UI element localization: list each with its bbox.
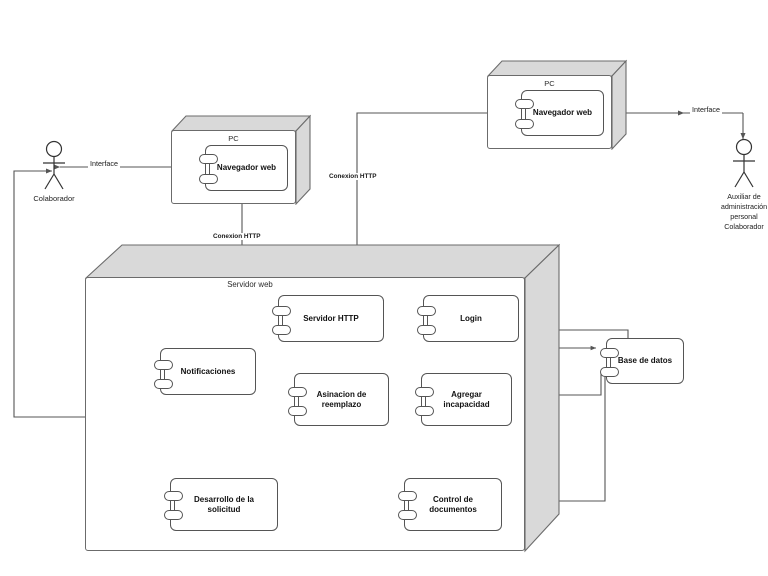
component-port-provided-top: [154, 360, 173, 370]
component-notificaciones-label: Notificaciones: [180, 366, 236, 376]
actor-stick-figure-icon: [733, 138, 755, 188]
component-port-bar: [610, 348, 611, 372]
component-port-provided-bottom: [272, 325, 291, 335]
component-port-provided-top: [600, 348, 619, 358]
component-port-bar: [174, 491, 175, 515]
node-pc-right-label: PC: [544, 79, 555, 88]
component-desarrollo-de-la-solicitud-label-line-1: Desarrollo de la: [193, 494, 255, 504]
component-base-de-datos[interactable]: Base de datos: [606, 338, 684, 384]
component-port-provided-top: [417, 306, 436, 316]
component-port-provided-top: [199, 154, 218, 164]
component-servidor-http-label: Servidor HTTP: [303, 313, 359, 323]
actor-auxiliar-label-line-4: Colaborador: [724, 222, 764, 231]
component-port-provided-bottom: [154, 379, 173, 389]
component-port-bar: [524, 99, 526, 124]
component-port-provided-top: [515, 99, 534, 109]
component-port-bar: [164, 360, 165, 384]
actor-colaborador-label: Colaborador: [33, 194, 75, 203]
component-port-bar: [208, 154, 210, 179]
component-navegador-web-left-label: Navegador web: [216, 163, 277, 172]
component-control-de-documentos-label-line-1: Control de: [433, 494, 473, 504]
component-port-provided-bottom: [600, 367, 619, 377]
component-notificaciones[interactable]: Notificaciones: [160, 348, 256, 395]
component-port-provided-top: [272, 306, 291, 316]
node-pc-left[interactable]: PC Navegador web: [171, 113, 311, 205]
edge-label-conexion-http-right: Conexion HTTP: [327, 173, 379, 180]
component-port-bar: [427, 306, 428, 330]
component-navegador-web-left[interactable]: Navegador web: [205, 145, 288, 191]
actor-auxiliar-label-line-3: personal: [730, 212, 758, 221]
component-servidor-http[interactable]: Servidor HTTP: [278, 295, 384, 342]
actor-auxiliar-label-line-1: Auxiliar de: [727, 192, 761, 201]
component-agregar-incapacidad[interactable]: Agregar incapacidad: [421, 373, 512, 426]
component-port-provided-top: [164, 491, 183, 501]
component-control-de-documentos[interactable]: Control de documentos: [404, 478, 502, 531]
component-asinacion-de-reemplazo-label-line-1: Asinacion de: [316, 389, 367, 399]
component-port-bar: [298, 387, 299, 411]
actor-colaborador[interactable]: Colaborador: [33, 140, 75, 203]
component-port-provided-top: [415, 387, 434, 397]
component-login[interactable]: Login: [423, 295, 519, 342]
component-port-bar: [425, 387, 426, 411]
node-pc-left-label: PC: [228, 134, 239, 143]
component-port-provided-top: [288, 387, 307, 397]
component-control-de-documentos-label-line-2: documentos: [429, 504, 477, 514]
component-asinacion-de-reemplazo[interactable]: Asinacion de reemplazo: [294, 373, 389, 426]
actor-stick-figure-icon: [43, 140, 65, 190]
component-desarrollo-de-la-solicitud[interactable]: Desarrollo de la solicitud: [170, 478, 278, 531]
component-desarrollo-de-la-solicitud-label-line-2: solicitud: [207, 504, 241, 514]
edge-label-conexion-http-left: Conexion HTTP: [211, 233, 263, 240]
component-navegador-web-right-label: Navegador web: [532, 108, 593, 117]
component-navegador-web-right[interactable]: Navegador web: [521, 90, 604, 136]
component-port-provided-bottom: [164, 510, 183, 520]
component-agregar-incapacidad-label-line-2: incapacidad: [443, 399, 490, 409]
actor-auxiliar-label-line-2: administración: [720, 202, 768, 211]
component-port-bar: [282, 306, 283, 330]
component-port-bar: [408, 491, 409, 515]
component-port-provided-bottom: [199, 174, 218, 184]
component-agregar-incapacidad-label-line-1: Agregar: [451, 389, 482, 399]
edge-label-interface-right: Interface: [690, 105, 722, 114]
component-port-provided-bottom: [288, 406, 307, 416]
component-login-label: Login: [460, 313, 482, 323]
actor-auxiliar-administracion-personal[interactable]: Auxiliar de administración personal Cola…: [721, 138, 767, 231]
edge-label-interface-left: Interface: [88, 159, 120, 168]
node-pc-right[interactable]: PC Navegador web: [487, 58, 627, 150]
node-servidor-web-label: Servidor web: [227, 280, 273, 289]
component-base-de-datos-label: Base de datos: [617, 356, 673, 365]
component-port-provided-bottom: [415, 406, 434, 416]
component-port-provided-top: [398, 491, 417, 501]
component-port-provided-bottom: [398, 510, 417, 520]
component-asinacion-de-reemplazo-label-line-2: reemplazo: [321, 399, 362, 409]
component-port-provided-bottom: [417, 325, 436, 335]
component-port-provided-bottom: [515, 119, 534, 129]
